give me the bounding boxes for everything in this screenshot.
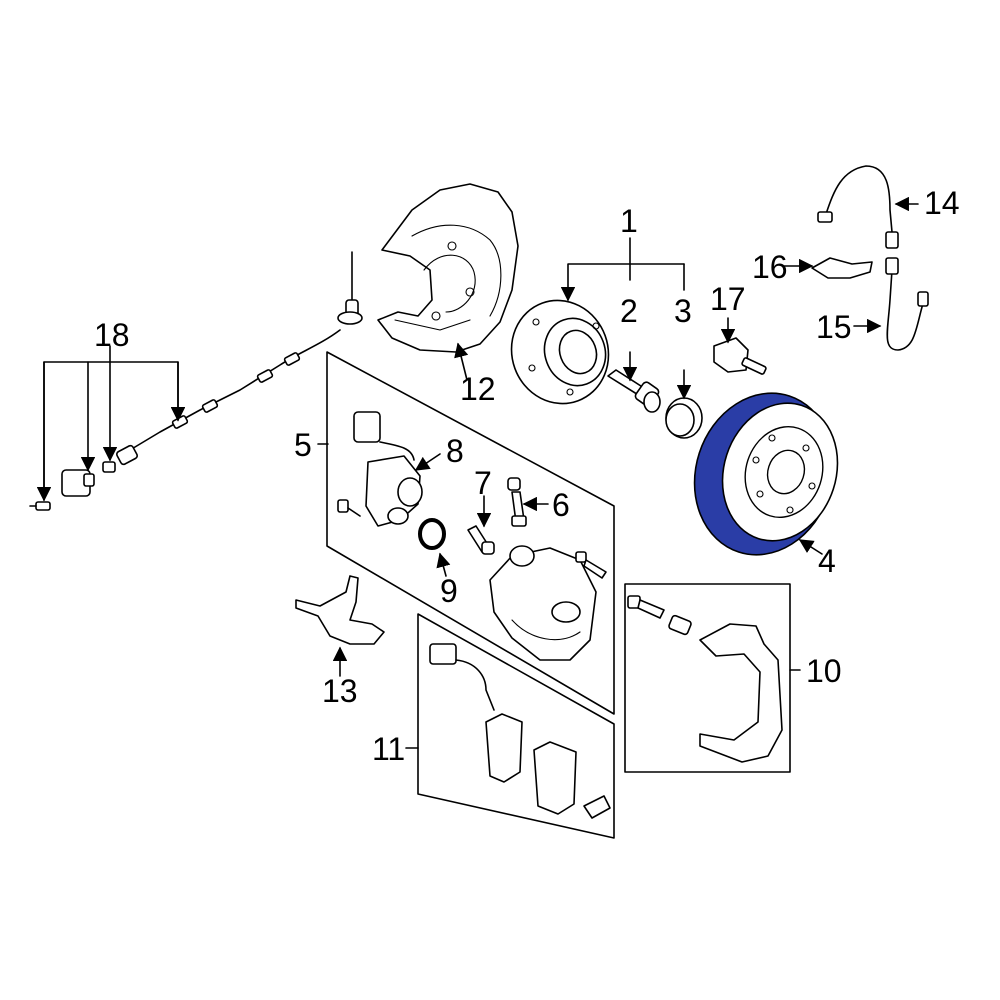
callout-14: 14 bbox=[924, 185, 960, 221]
pad-clip[interactable] bbox=[583, 795, 611, 819]
callout-1: 1 bbox=[620, 203, 638, 239]
callout-8: 8 bbox=[446, 433, 464, 469]
bleeder-screw[interactable] bbox=[467, 525, 495, 555]
callout-15: 15 bbox=[816, 309, 852, 345]
wheel-hub[interactable] bbox=[497, 287, 623, 418]
bracket-bushing[interactable] bbox=[668, 614, 692, 636]
bracket-group-box bbox=[624, 583, 791, 773]
pad-group-box bbox=[417, 613, 615, 839]
callout-6: 6 bbox=[552, 487, 570, 523]
callout-3: 3 bbox=[674, 293, 692, 329]
callout-2: 2 bbox=[620, 293, 638, 329]
callout-10: 10 bbox=[806, 653, 842, 689]
bracket-bolt[interactable] bbox=[627, 595, 665, 619]
callout-7: 7 bbox=[474, 465, 492, 501]
sensor-clip[interactable] bbox=[713, 337, 767, 375]
callout-13: 13 bbox=[322, 673, 358, 709]
brake-rotor[interactable] bbox=[674, 375, 855, 573]
brake-pad-inner[interactable] bbox=[485, 713, 523, 783]
hub-bolt[interactable] bbox=[607, 369, 661, 413]
callout-16: 16 bbox=[752, 249, 788, 285]
caliper-bolt[interactable] bbox=[575, 551, 607, 579]
callout-9: 9 bbox=[440, 573, 458, 609]
motor-o-ring[interactable] bbox=[418, 518, 446, 550]
callout-4: 4 bbox=[818, 543, 836, 579]
callout-5: 5 bbox=[294, 427, 312, 463]
abs-sensor-harness[interactable] bbox=[29, 251, 363, 511]
callout-12: 12 bbox=[460, 371, 496, 407]
brake-hose-upper[interactable] bbox=[817, 165, 899, 249]
pad-wear-sensor[interactable] bbox=[429, 643, 495, 711]
caliper-motor[interactable] bbox=[353, 411, 423, 527]
caliper-group-box bbox=[326, 351, 615, 715]
caliper-housing[interactable] bbox=[489, 545, 597, 661]
brake-hose-lower[interactable] bbox=[885, 257, 929, 351]
motor-screw[interactable] bbox=[337, 499, 361, 517]
hose-bracket[interactable] bbox=[811, 257, 873, 279]
brake-pad-outer[interactable] bbox=[533, 741, 577, 815]
caliper-support[interactable] bbox=[295, 575, 385, 645]
callout-17: 17 bbox=[710, 281, 746, 317]
dust-shield[interactable] bbox=[377, 183, 519, 353]
caliper-carrier[interactable] bbox=[699, 623, 783, 763]
guide-pin[interactable] bbox=[507, 477, 527, 527]
callout-11: 11 bbox=[372, 731, 405, 767]
callout-18: 18 bbox=[94, 317, 130, 353]
hub-cap[interactable] bbox=[665, 397, 703, 439]
